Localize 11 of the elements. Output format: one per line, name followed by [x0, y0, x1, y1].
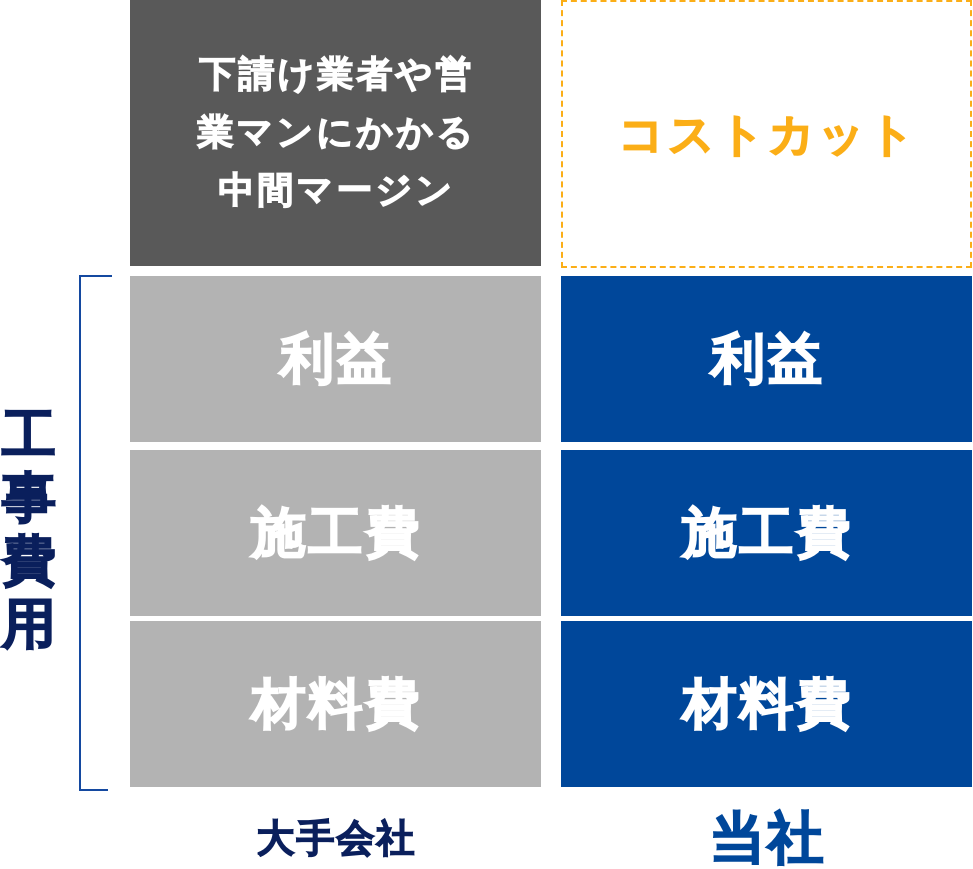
cost-block: 施工費 — [130, 450, 541, 616]
cost-block: 材料費 — [561, 621, 972, 787]
cost-block: 材料費 — [130, 621, 541, 787]
column-label: 大手会社 — [256, 815, 416, 862]
column-label: 当社 — [708, 809, 826, 869]
cost-block: 利益 — [130, 276, 541, 442]
cost-block: 下請け業者や営業マンにかかる中間マージン — [130, 0, 541, 266]
vertical-label: 工事費用 — [0, 403, 57, 655]
dashed-box: コストカット — [561, 0, 972, 268]
cost-block: 利益 — [561, 276, 972, 442]
cost-block: 施工費 — [561, 450, 972, 616]
